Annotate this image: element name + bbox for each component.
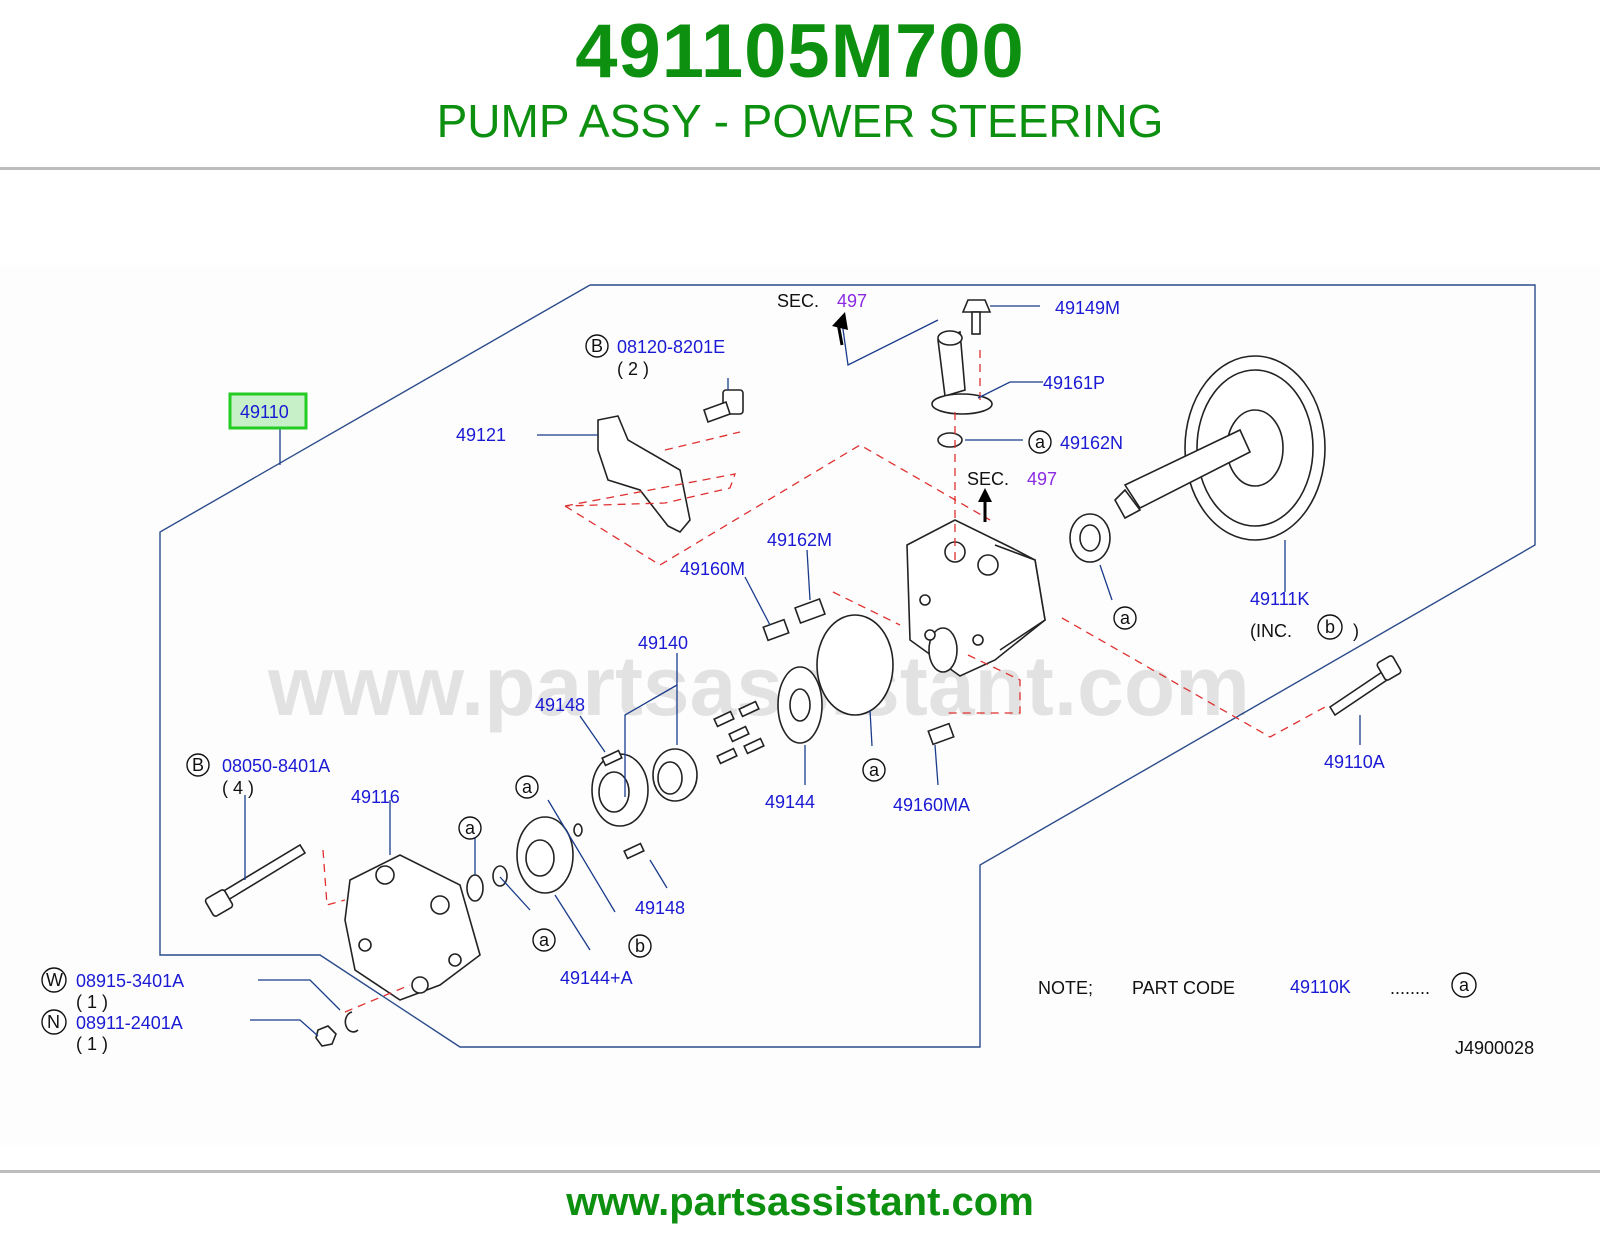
callout-08915-3401A[interactable]: 08915-3401A — [76, 971, 184, 991]
circle-a-5 — [458, 816, 482, 840]
callout-49160M[interactable]: 49160M — [680, 559, 745, 579]
pulley-49111K — [1114, 355, 1326, 541]
header-divider — [0, 167, 1600, 170]
outlet-fitting-49161P — [931, 330, 993, 415]
footer-divider — [0, 1170, 1600, 1173]
callout-49110[interactable]: 49110 — [240, 402, 289, 422]
circle-N-letter: N — [47, 1012, 60, 1032]
long-bolt-49110A — [1328, 655, 1402, 717]
side-plate — [591, 753, 649, 827]
cam-ring-49144 — [777, 666, 823, 744]
pressure-plate-49144A — [516, 816, 574, 894]
o-ring-49162N — [937, 432, 963, 448]
washer-08915-3401A — [344, 1011, 359, 1033]
pin-49148-upper — [601, 749, 623, 767]
part-number-title: 491105M700 — [575, 9, 1025, 94]
callout-49148-lower[interactable]: 49148 — [635, 898, 685, 918]
highlight-box-49110[interactable] — [228, 392, 308, 430]
part-name-subtitle: PUMP ASSY - POWER STEERING — [436, 95, 1164, 147]
circle-b-letter-inc: b — [1325, 617, 1335, 637]
circle-B-1 — [585, 334, 609, 358]
qty-08911: ( 1 ) — [76, 1034, 108, 1054]
callout-49110A[interactable]: 49110A — [1324, 752, 1385, 772]
circle-a-letter-note: a — [1459, 975, 1470, 995]
callout-49162M[interactable]: 49162M — [767, 530, 832, 550]
qty-08120: ( 2 ) — [617, 359, 649, 379]
leader-lines — [244, 305, 1361, 1037]
sec-label-2: SEC. — [967, 469, 1009, 489]
o-ring-small-1 — [466, 874, 484, 902]
rotor-49140 — [652, 748, 698, 802]
bolt-08120-8201E — [702, 389, 744, 424]
circle-B-letter-2: B — [192, 755, 204, 775]
callout-49161P[interactable]: 49161P — [1043, 373, 1105, 393]
vanes — [713, 700, 765, 765]
circle-a-letter-6: a — [539, 930, 550, 950]
note-part-code[interactable]: 49110K — [1290, 977, 1351, 997]
circle-a-note — [1451, 972, 1477, 998]
callout-49140[interactable]: 49140 — [638, 633, 688, 653]
o-ring-small-3 — [573, 823, 583, 837]
circle-a-4 — [515, 775, 539, 799]
callout-08120-8201E[interactable]: 08120-8201E — [617, 337, 725, 357]
inc-open: (INC. — [1250, 621, 1292, 641]
circle-b-2 — [628, 934, 652, 958]
callout-49160MA[interactable]: 49160MA — [893, 795, 970, 815]
callout-49116[interactable]: 49116 — [351, 787, 400, 807]
assembly-frame — [159, 284, 1536, 1048]
circle-a-gasket — [862, 758, 886, 782]
circle-W — [41, 967, 67, 993]
circle-a-letter-1: a — [1035, 432, 1046, 452]
circle-a-letter-3: a — [869, 760, 880, 780]
circle-W-letter: W — [46, 970, 63, 990]
circle-b-inc — [1317, 614, 1343, 640]
sec-ref-1[interactable]: 497 — [837, 291, 867, 311]
circle-a-seal — [1113, 606, 1137, 630]
drawing-id: J4900028 — [1455, 1038, 1534, 1058]
callout-49144A[interactable]: 49144+A — [560, 968, 633, 988]
circle-b-letter-2: b — [635, 936, 645, 956]
callout-49121[interactable]: 49121 — [456, 425, 506, 445]
rear-housing-49116 — [344, 854, 481, 1001]
assembly-dash-lines — [322, 350, 1326, 1013]
watermark-text: www.partsassistant.com — [267, 639, 1250, 733]
bolt-49149M — [961, 299, 992, 335]
qty-08050: ( 4 ) — [222, 778, 254, 798]
circle-B-letter-1: B — [591, 336, 603, 356]
spring-49160M — [762, 618, 790, 642]
circle-a-letter-4: a — [522, 777, 533, 797]
circle-N — [41, 1009, 67, 1035]
callout-49148-upper[interactable]: 49148 — [535, 695, 585, 715]
note-dots: ........ — [1390, 978, 1430, 998]
note-part-code-label: PART CODE — [1132, 978, 1235, 998]
callout-08050-8401A[interactable]: 08050-8401A — [222, 756, 330, 776]
spring-49162M — [794, 598, 826, 624]
circle-a-49162N — [1028, 430, 1052, 454]
footer-url-link[interactable]: www.partsassistant.com — [566, 1180, 1034, 1224]
nut-08911-2401A — [315, 1025, 337, 1047]
pump-body — [906, 519, 1046, 677]
inc-close: ) — [1353, 621, 1359, 641]
callout-08911-2401A[interactable]: 08911-2401A — [76, 1013, 183, 1033]
pin-49148-lower — [623, 842, 645, 860]
note-label: NOTE; — [1038, 978, 1093, 998]
gasket — [816, 614, 894, 716]
sec-ref-2[interactable]: 497 — [1027, 469, 1057, 489]
circle-a-letter-5: a — [465, 818, 476, 838]
callout-49162N[interactable]: 49162N — [1060, 433, 1123, 453]
callout-49144[interactable]: 49144 — [765, 792, 815, 812]
circle-B-2 — [186, 753, 210, 777]
sec-arrows — [832, 312, 992, 522]
callout-49149M[interactable]: 49149M — [1055, 298, 1120, 318]
spring-49160MA — [927, 722, 955, 746]
callout-49111K[interactable]: 49111K — [1250, 589, 1309, 609]
circle-a-letter-2: a — [1120, 608, 1131, 628]
circle-a-6 — [532, 928, 556, 952]
qty-08915: ( 1 ) — [76, 992, 108, 1012]
long-bolt-08050-8401A — [204, 843, 307, 917]
sec-label-1: SEC. — [777, 291, 819, 311]
